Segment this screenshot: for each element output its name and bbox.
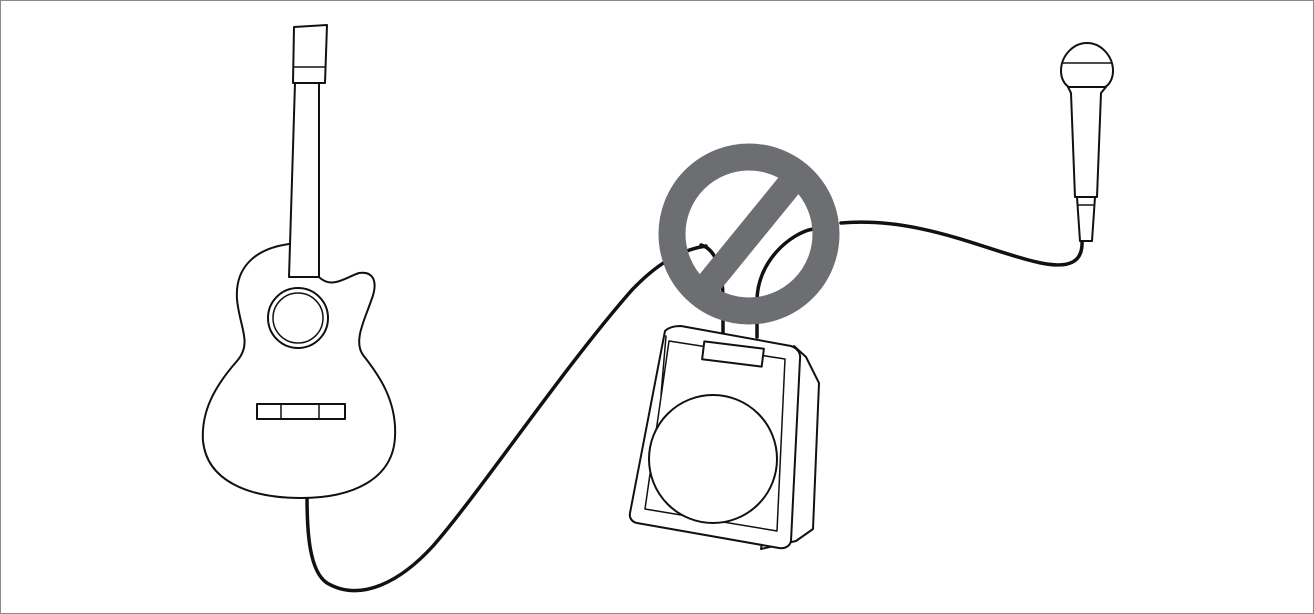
guitar-sound-hole-ring (268, 288, 328, 348)
guitar-neck (289, 83, 319, 277)
microphone-grille (1061, 43, 1113, 87)
microphone-icon (1061, 43, 1113, 241)
guitar-body (203, 244, 395, 498)
guitar-bridge (257, 404, 345, 419)
acoustic-guitar-icon (203, 25, 395, 498)
prohibited-slash (706, 179, 794, 287)
amp-speaker-cone (649, 395, 777, 523)
microphone-handle (1068, 87, 1106, 197)
speaker-amplifier-icon (630, 326, 819, 549)
microphone-cable (841, 222, 1082, 265)
microphone-connector (1077, 197, 1095, 241)
guitar-headstock (293, 25, 327, 83)
